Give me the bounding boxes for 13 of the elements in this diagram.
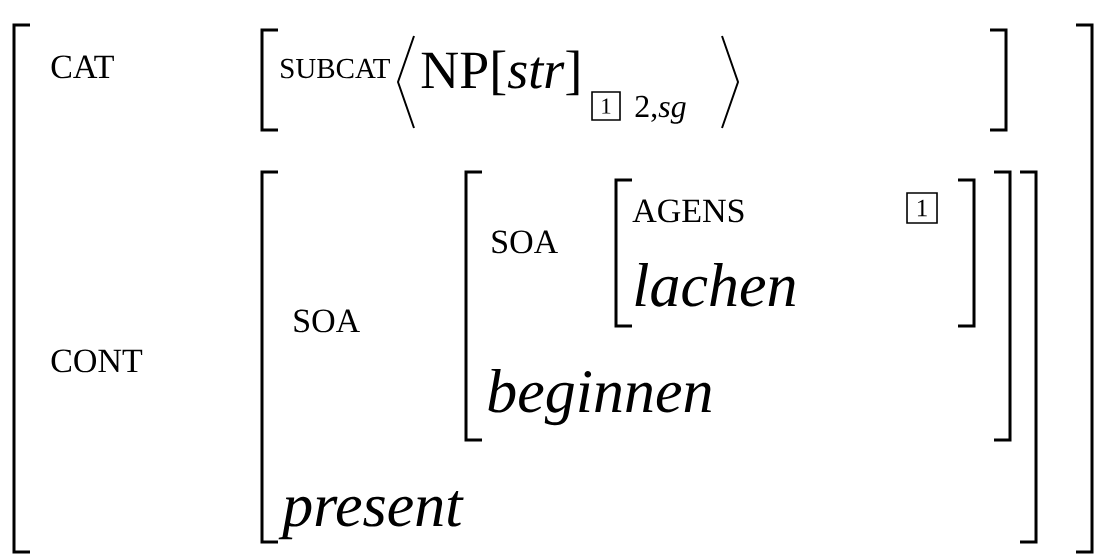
feature-name: SOA (492, 230, 558, 254)
feature-name: CONT (51, 349, 143, 373)
tag-box: 1 (906, 192, 938, 224)
tag-box: 1 (591, 91, 621, 121)
feature-name: AGENS (632, 199, 744, 223)
category-label: NP[str] (421, 50, 579, 96)
feature-name: SUBCAT (281, 58, 390, 79)
subscript-label: 2,sg (635, 95, 686, 124)
type-label: lachen (635, 263, 795, 307)
feature-name: CAT (51, 55, 114, 79)
type-label: present (278, 491, 464, 540)
feature-name: SOA (294, 309, 360, 333)
type-label: beginnen (488, 369, 711, 426)
